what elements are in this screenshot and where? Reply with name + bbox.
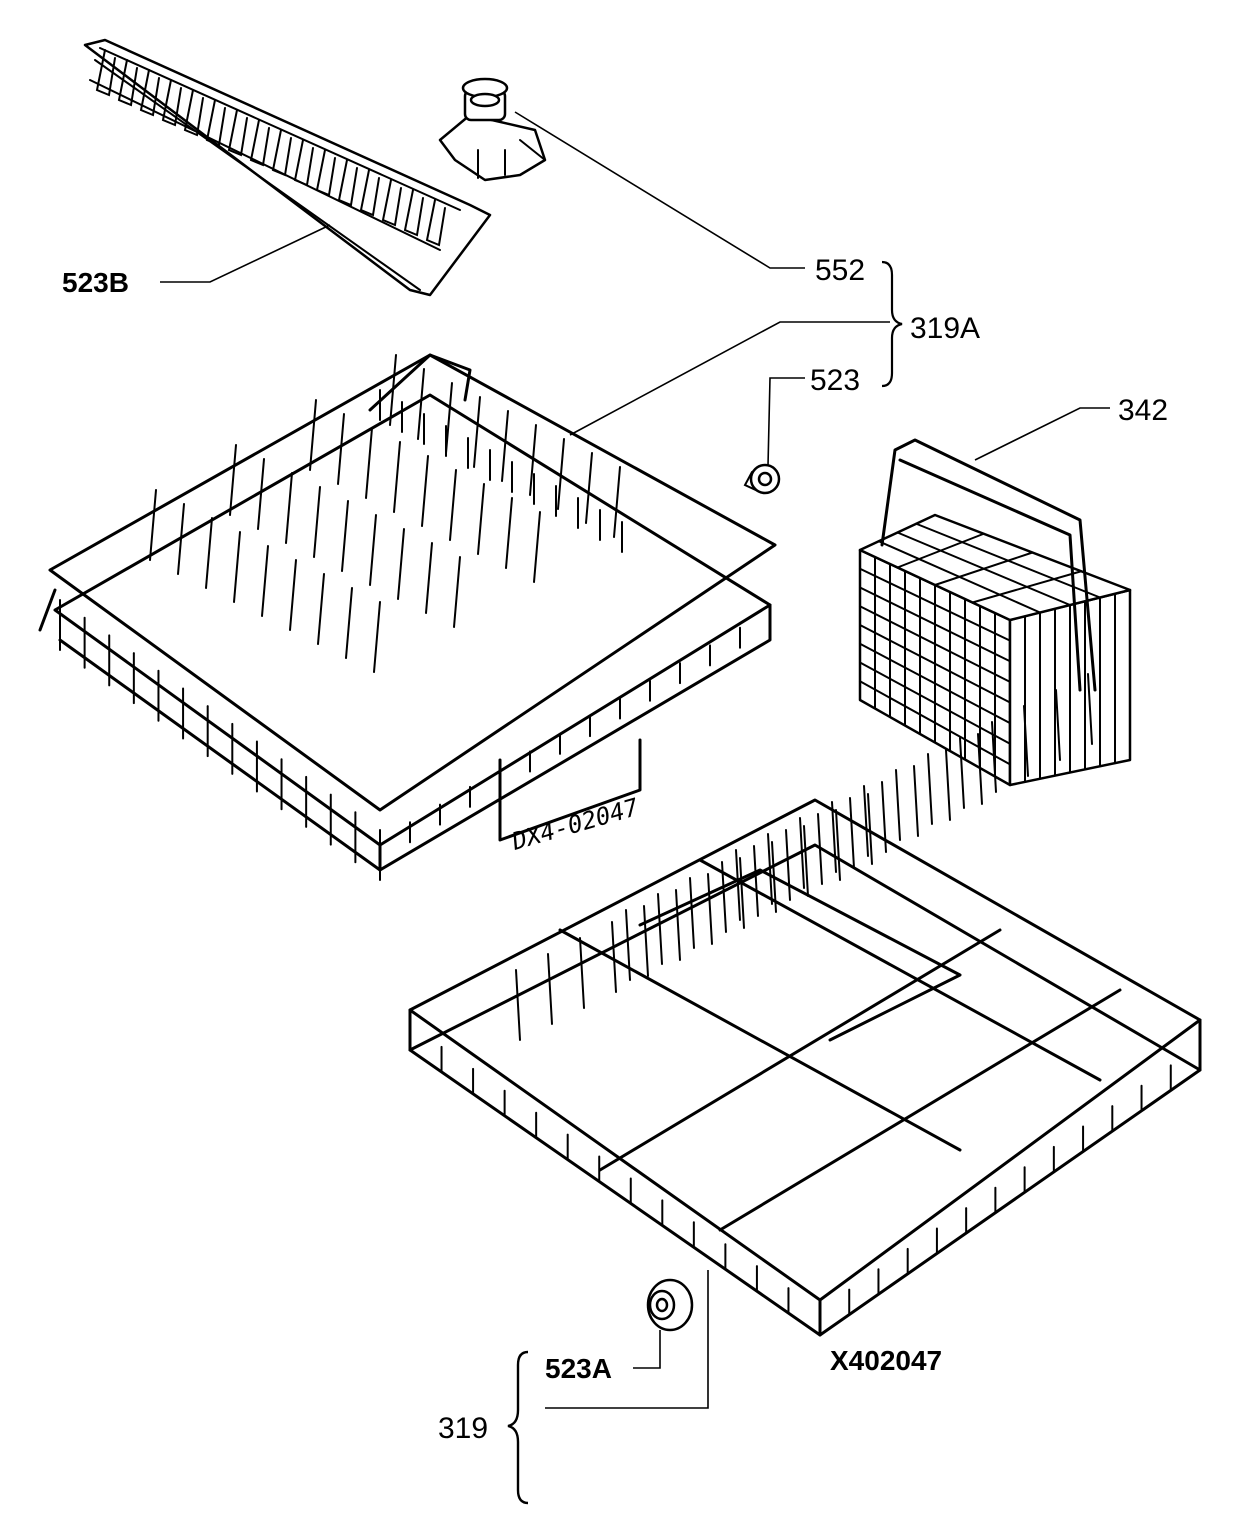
label-319: 319 — [438, 1412, 488, 1445]
handwritten-code: DX4-02047 — [508, 793, 642, 856]
leader-lines — [160, 111, 1110, 1409]
wheel-icon — [743, 463, 781, 495]
drawing-number: X402047 — [830, 1345, 942, 1376]
brace-319 — [507, 1350, 529, 1505]
brace-319a — [881, 260, 903, 388]
wire-basket-icon — [408, 673, 1202, 1337]
label-552: 552 — [815, 254, 865, 287]
wheel-bracket-icon — [438, 77, 547, 182]
cutlery-basket-icon — [858, 438, 1132, 787]
label-523: 523 — [810, 364, 860, 397]
wheel-icon — [646, 1278, 694, 1332]
wire-basket-icon — [38, 353, 777, 881]
label-523a: 523A — [545, 1353, 612, 1384]
label-319a: 319A — [910, 312, 980, 345]
label-523b: 523B — [62, 267, 129, 298]
comb-rack-icon — [83, 38, 492, 297]
label-342: 342 — [1118, 394, 1168, 427]
